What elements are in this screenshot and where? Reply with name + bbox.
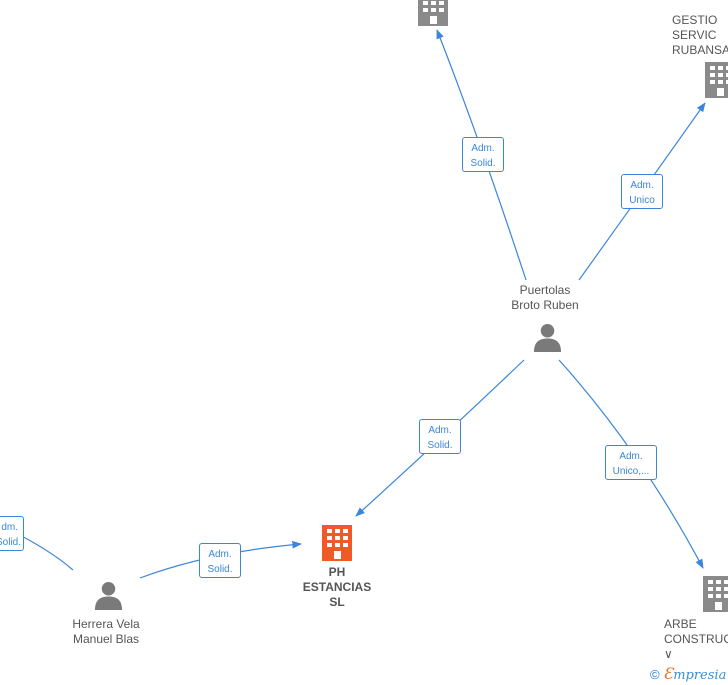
edge-label-adm-solid-middle: Adm. Solid. — [419, 419, 461, 454]
ph-estancias-building-icon[interactable] — [322, 525, 352, 561]
gestion-building-icon[interactable] — [705, 62, 728, 98]
copyright-footer: © Ɛmpresia — [650, 664, 726, 683]
puertolas-node-label[interactable]: Puertolas Broto Ruben — [511, 283, 579, 312]
top-company-building-icon[interactable] — [418, 0, 448, 26]
puertolas-person-icon[interactable] — [533, 323, 562, 352]
edge-label-adm-unico: Adm. Unico — [621, 174, 663, 209]
empresia-logo[interactable]: Ɛmpresia — [663, 664, 727, 683]
edge-label-adm-solid-left-cut: dm. Solid. — [0, 516, 24, 551]
herrera-node-label[interactable]: Herrera Vela Manuel Blas — [72, 617, 140, 646]
arbe-node-label[interactable]: ARBE CONSTRUCC ∨ — [664, 617, 728, 661]
edge-label-adm-unico-more: Adm. Unico,... — [605, 445, 657, 480]
arbe-building-icon[interactable] — [703, 576, 728, 612]
gestion-node-label[interactable]: GESTIO SERVIC RUBANSA — [672, 13, 728, 57]
copyright-icon: © — [650, 667, 660, 682]
herrera-person-icon[interactable] — [94, 581, 123, 610]
ph-estancias-node-label[interactable]: PH ESTANCIAS SL — [302, 565, 372, 609]
edge-label-adm-solid-herrera: Adm. Solid. — [199, 543, 241, 578]
edge-label-adm-solid-top: Adm. Solid. — [462, 137, 504, 172]
